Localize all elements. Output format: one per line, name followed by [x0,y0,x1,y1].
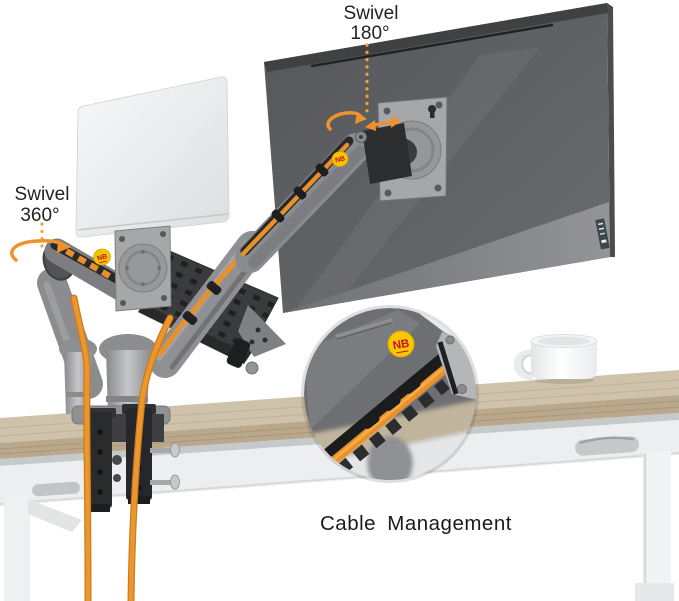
tray-roller [245,361,259,375]
vesa-screw [384,189,392,197]
beam-bottom-edge [0,452,679,505]
nb-badge-inset: NB [387,330,415,358]
ring-screw [157,266,161,270]
vesa-screw [161,295,167,301]
mug-opening [538,336,590,346]
swivel-arrow-monitor-icon [326,111,367,131]
ring-screw [141,250,145,254]
nb-badge-text: NB [392,338,410,353]
vesa-screw [160,231,166,237]
inset-shadow-ring [301,305,479,483]
vesa-screw [435,101,443,109]
inset-bracket-edge [437,341,459,395]
nb-badge-text: NB [96,253,108,262]
slide-arrow-monitor-icon [365,116,401,131]
mug-handle [513,349,534,381]
clamp-knob [112,455,122,465]
desk-leg-right-foot [635,583,674,601]
vesa-screw [120,300,126,306]
swivel-arrow-arm-icon [10,239,71,262]
arm-swivel-label-line1: Swivel [15,184,70,205]
monitor-arm: NB [149,123,412,378]
cable-right-core [128,315,173,601]
monitor-swivel-label-line1: Swivel [344,3,399,24]
monitor-arm-clevis [362,123,412,184]
tray-side-wedge [238,305,286,357]
laptop-bottom-edge [77,213,229,231]
pole-collar-right [106,396,148,402]
beam-cable-slot-left [32,481,80,497]
thumbscrew-knob [170,442,180,458]
cable-management-label: Cable Management [320,512,512,535]
cable-management-inset: NB [301,305,479,483]
nb-badge-text: NB [335,156,346,165]
mug-handle-shade [521,353,534,375]
monitor-side-edge [607,3,615,257]
inset-screw [445,335,455,345]
inset-seam-shadow [336,322,392,340]
cable-left-core [71,295,91,601]
desk-leg-left-support [28,499,82,532]
laptop-arm-cable-clips [65,248,111,279]
monitor-vent-slot [310,23,554,68]
thumbscrew-knob [170,474,180,490]
nb-badge-monitor-arm: NB [331,151,349,167]
ring-screw [141,282,145,286]
slot-shadow [579,436,634,445]
laptop-arm-gas-spring [44,238,135,302]
cables [70,294,174,601]
arm-lower-shade [169,251,261,370]
inset-screw [457,384,467,394]
vesa-screw [434,184,442,192]
desk-leg-right [643,450,671,585]
clamp-foot-right [128,496,150,504]
monitor-chin-strip [283,202,610,313]
thumbscrew-stem [150,448,174,453]
tray-hole [255,327,261,333]
vesa-screw [383,107,391,115]
arm-cable-lower [157,247,249,357]
pole-collar-left [66,392,91,397]
desk-leg-left [4,496,30,601]
annotations: Swivel 180° Swivel 360° Cable Management [10,3,512,535]
inset-cable-highlight [330,356,458,463]
ring-screw [125,266,129,270]
clevis-screw-center [359,135,363,139]
arm-cable-upper [240,142,350,257]
mug [513,334,598,384]
vesa-keyhole-slot [430,109,435,118]
monitor-back [264,3,615,313]
nb-badge-laptop-arm: NB [93,248,111,266]
inset-cable-clips [362,378,421,429]
monitor-swivel-label-line2: 180° [350,23,389,44]
vesa-plate-laptop [114,225,172,312]
inset-molding-seam [335,318,393,338]
badge-underline [396,350,409,354]
badge-underline [99,260,108,264]
clamp-rail-left [88,412,112,508]
arm-cable-clips-lower [182,280,222,326]
arm-swivel-label-line2: 360° [20,205,59,226]
thumbscrew-stem [150,480,174,485]
mug-body [531,341,597,379]
monitor-top-band [264,3,608,72]
clamp-knob [113,474,121,482]
tray-hook-right [226,338,251,368]
laptop [75,76,230,238]
arm-cable-clips-upper [271,163,329,223]
tray-hole [262,337,268,343]
arm-upper-shade [248,146,366,268]
tray-hole [249,339,255,345]
monitor-spec-sticker [595,218,610,250]
clamp-foot-left [90,504,110,512]
vesa-screw [119,236,125,242]
laptop-lid [75,76,230,238]
inset-channel-teeth [336,379,450,475]
